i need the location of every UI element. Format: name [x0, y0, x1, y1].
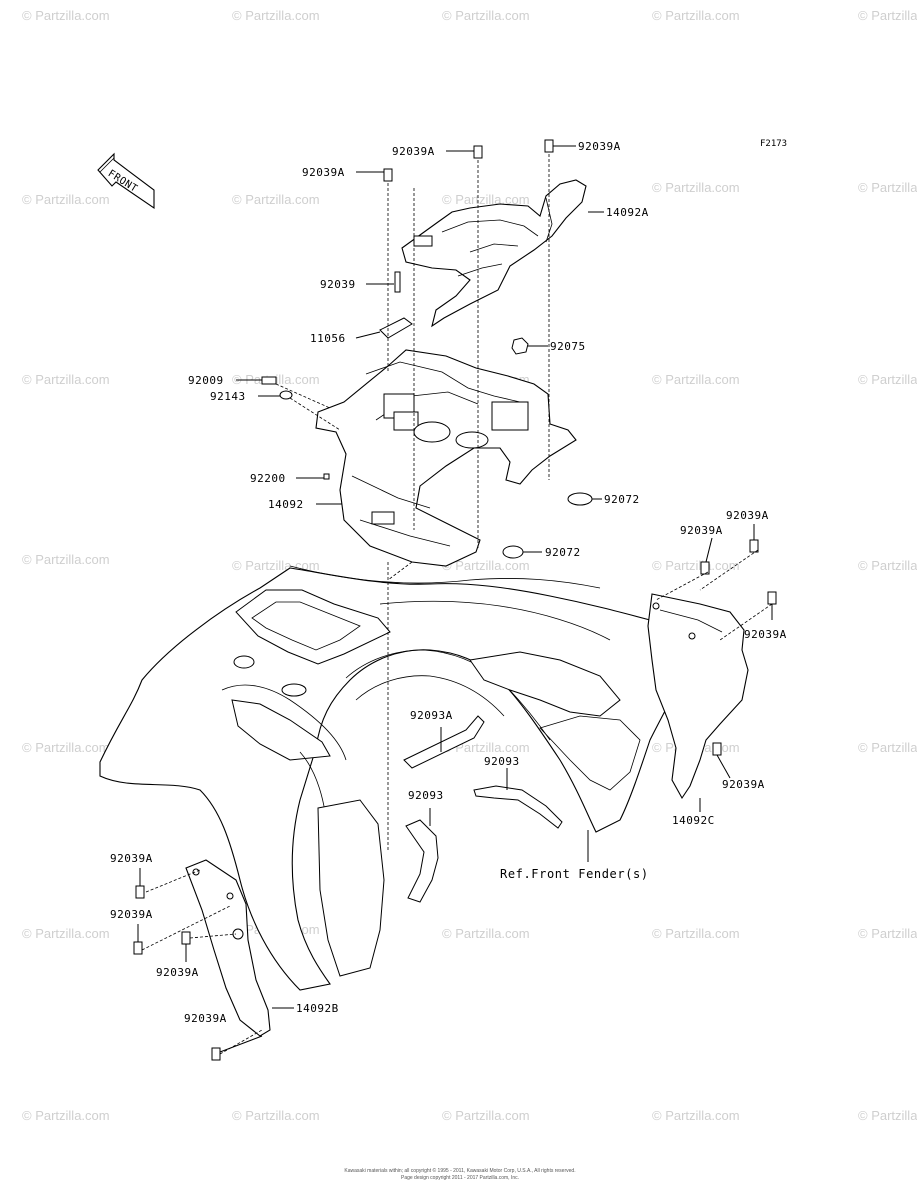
callout-label: 92075: [550, 340, 586, 353]
watermark: © Partzilla.com: [652, 558, 740, 573]
callout-label: 92093: [408, 789, 444, 802]
callout-label: 92039A: [392, 145, 435, 158]
callout-label: 92200: [250, 472, 286, 485]
callout-label: 92039A: [156, 966, 199, 979]
front-fender-body: [99, 565, 685, 991]
watermark: © Partzilla.com: [858, 926, 917, 941]
callout-label: 92039: [320, 278, 356, 291]
callout-label: 92072: [604, 493, 640, 506]
callout-label: 92039A: [722, 778, 765, 791]
callout-label: 14092: [268, 498, 304, 511]
watermark: © Partzilla.com: [442, 926, 530, 941]
watermark: © Partzilla.com: [442, 8, 530, 23]
callout-label: 92039A: [680, 524, 723, 537]
panel-14092b: [185, 859, 271, 1037]
watermark: © Partzilla.com: [652, 8, 740, 23]
watermark: © Partzilla.com: [858, 558, 917, 573]
callout-label: 14092A: [606, 206, 649, 219]
callout-label: 92039A: [744, 628, 787, 641]
watermark: © Partzilla.com: [442, 192, 530, 207]
watermark: © Partzilla.com: [652, 180, 740, 195]
watermark: © Partzilla.com: [232, 192, 320, 207]
callout-label: 92039A: [578, 140, 621, 153]
leader-lines: [137, 145, 773, 1055]
callout-label: 14092C: [672, 814, 715, 827]
watermark: © Partzilla.com: [858, 740, 917, 755]
watermark: © Partzilla.com: [22, 926, 110, 941]
reference-note: Ref.Front Fender(s): [500, 867, 649, 881]
watermark: © Partzilla.com: [22, 372, 110, 387]
bracket-14092: [315, 349, 577, 567]
watermark: © Partzilla.com: [442, 558, 530, 573]
callout-label: 92039A: [110, 908, 153, 921]
callout-label: 92039A: [184, 1012, 227, 1025]
callout-label: 92143: [210, 390, 246, 403]
callout-label: 92072: [545, 546, 581, 559]
callout-label: 92039A: [110, 852, 153, 865]
watermark: © Partzilla.com: [442, 740, 530, 755]
watermark: © Partzilla.com: [22, 740, 110, 755]
watermark: © Partzilla.com: [652, 926, 740, 941]
callout-label: 92093: [484, 755, 520, 768]
copyright-line: Kawasaki materials within; all copyright…: [344, 1168, 576, 1174]
watermark: © Partzilla.com: [22, 192, 110, 207]
watermark: © Partzilla.com: [22, 8, 110, 23]
watermark: © Partzilla.com: [858, 372, 917, 387]
watermark: © Partzilla.com: [232, 8, 320, 23]
watermark: © Partzilla.com: [652, 372, 740, 387]
watermark: © Partzilla.com: [232, 1108, 320, 1123]
copyright-line: Page design copyright 2011 - 2017 Partzi…: [400, 1175, 520, 1181]
callout-label: 92093A: [410, 709, 453, 722]
watermark: © Partzilla.com: [858, 8, 917, 23]
front-arrow-icon: [97, 152, 155, 210]
callout-label: 14092B: [296, 1002, 339, 1015]
figure-code: F2173: [760, 139, 788, 149]
callout-label: 92009: [188, 374, 224, 387]
watermark: © Partzilla.com: [858, 1108, 917, 1123]
watermark: © Partzilla.com: [652, 1108, 740, 1123]
callout-label: 11056: [310, 332, 346, 345]
callout-label: 92039A: [302, 166, 345, 179]
callout-label: 92039A: [726, 509, 769, 522]
watermark: © Partzilla.com: [442, 1108, 530, 1123]
bracket-14092a: [401, 179, 587, 328]
watermark: © Partzilla.com: [22, 1108, 110, 1123]
watermark: © Partzilla.com: [22, 552, 110, 567]
watermark: © Partzilla.com: [858, 180, 917, 195]
panel-14092c: [647, 593, 749, 800]
